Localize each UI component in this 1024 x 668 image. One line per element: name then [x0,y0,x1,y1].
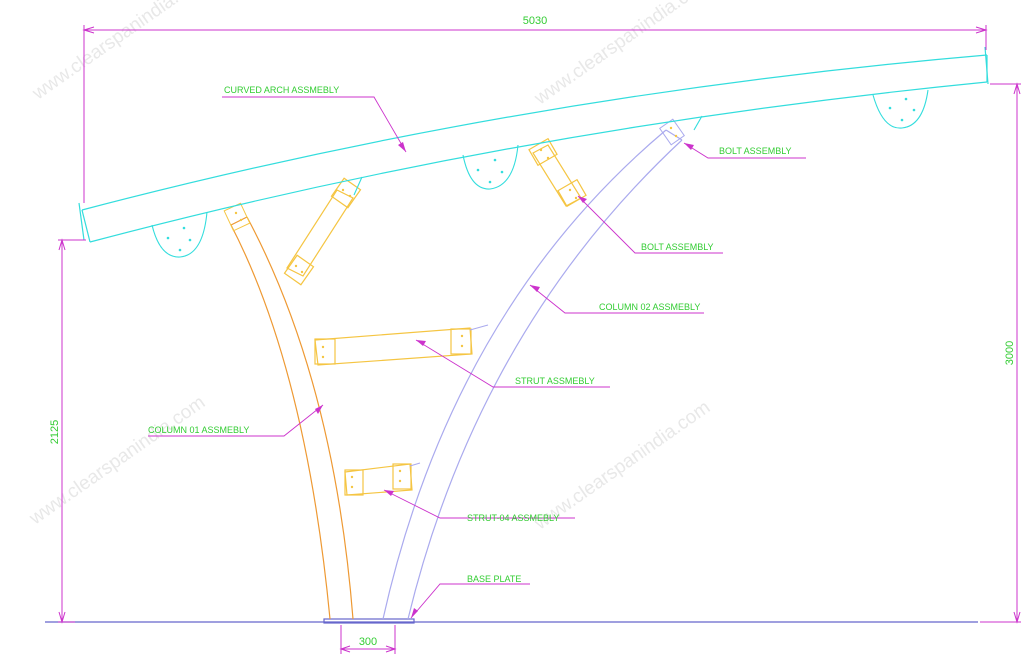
upper-strut [283,177,362,286]
watermarks: www.clearspanindia.com www.clearspanindi… [25,0,714,535]
label-bolt-assembly-1: BOLT ASSEMBLY [719,146,792,156]
leader-arrowheads [315,142,694,618]
curved-arch [78,46,989,243]
label-column-02: COLUMN 02 ASSMEBLY [599,302,700,312]
label-column-01: COLUMN 01 ASSMEBLY [148,425,249,435]
column-01-top-plate [223,202,251,232]
label-bolt-assembly-2: BOLT ASSEMBLY [641,242,714,252]
leader-lines [148,96,806,619]
dim-base-width: 300 [359,636,377,648]
watermark-left-middle: www.clearspanindia.com [25,392,209,530]
labels: CURVED ARCH ASSMEBLY BOLT ASSEMBLY BOLT … [148,85,792,584]
strut-04 [344,463,413,496]
dim-total-span: 5030 [523,15,547,27]
purlin-brackets [151,89,929,258]
dim-rear-height: 3000 [1004,341,1016,365]
label-strut-04: STRUT-04 ASSMEBLY [467,513,559,523]
bracket-bolt-dots [166,97,916,252]
label-curved-arch: CURVED ARCH ASSMEBLY [224,85,339,95]
watermark-top-left: www.clearspanindia.com [28,0,212,105]
strut-middle [314,327,473,366]
watermark-top-center: www.clearspanindia.com [530,0,714,110]
label-base-plate: BASE PLATE [467,574,521,584]
strut-middle-link [469,324,489,331]
column-02 [382,129,683,620]
label-strut: STRUT ASSMEBLY [515,376,595,386]
column-02-top-plate [659,118,685,146]
strut-04-link [409,462,421,467]
plate-bolt-dots [234,126,678,489]
dim-front-height: 2125 [49,420,61,444]
column-01 [230,216,354,620]
dimensions [58,25,1021,654]
bolt-assembly-upper [528,137,587,208]
base-plate [323,618,415,624]
